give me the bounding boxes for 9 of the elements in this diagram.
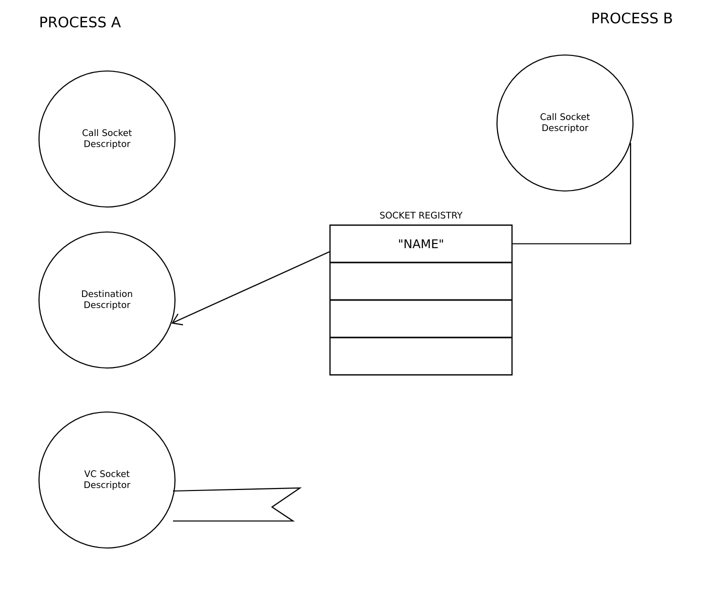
connector-line: [171, 251, 330, 326]
table-row: "NAME": [329, 224, 513, 263]
process-heading: PROCESS A: [40, 16, 121, 28]
node-label: SOCKET REGISTRY: [380, 212, 463, 219]
table-row: [329, 262, 513, 300]
table-row: [329, 300, 513, 338]
process-heading: PROCESS B: [592, 12, 672, 24]
connector-line: [512, 143, 632, 244]
table-row: [329, 337, 513, 376]
